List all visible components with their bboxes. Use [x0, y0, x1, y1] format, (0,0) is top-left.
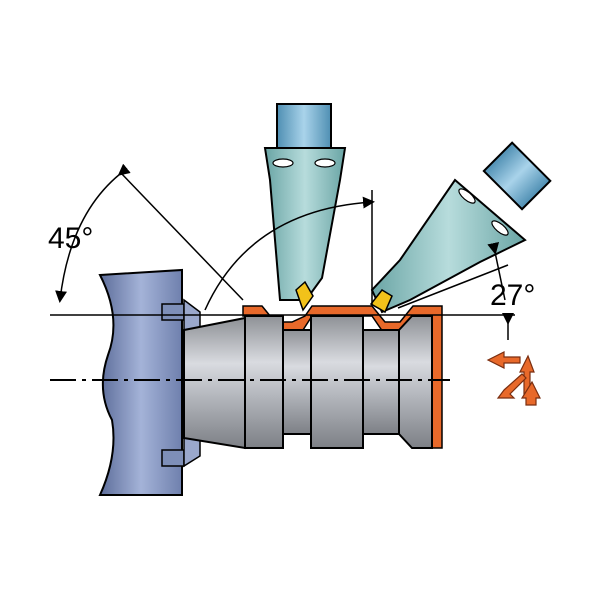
tool-left: [263, 103, 347, 312]
feed-direction-icon: [486, 351, 541, 406]
angle-45-construction: [55, 163, 375, 311]
angle-27-construction: [397, 241, 514, 340]
tool-right-shank: [482, 141, 552, 211]
angle-label-45: 45°: [48, 222, 93, 255]
tool-right: [369, 141, 552, 314]
angle-label-27: 27°: [490, 279, 535, 312]
tool-left-shank: [276, 103, 332, 149]
chuck: [98, 268, 183, 496]
tool-left-insert: [295, 280, 314, 312]
tool-right-insert: [369, 289, 393, 314]
workpiece: [183, 315, 433, 450]
